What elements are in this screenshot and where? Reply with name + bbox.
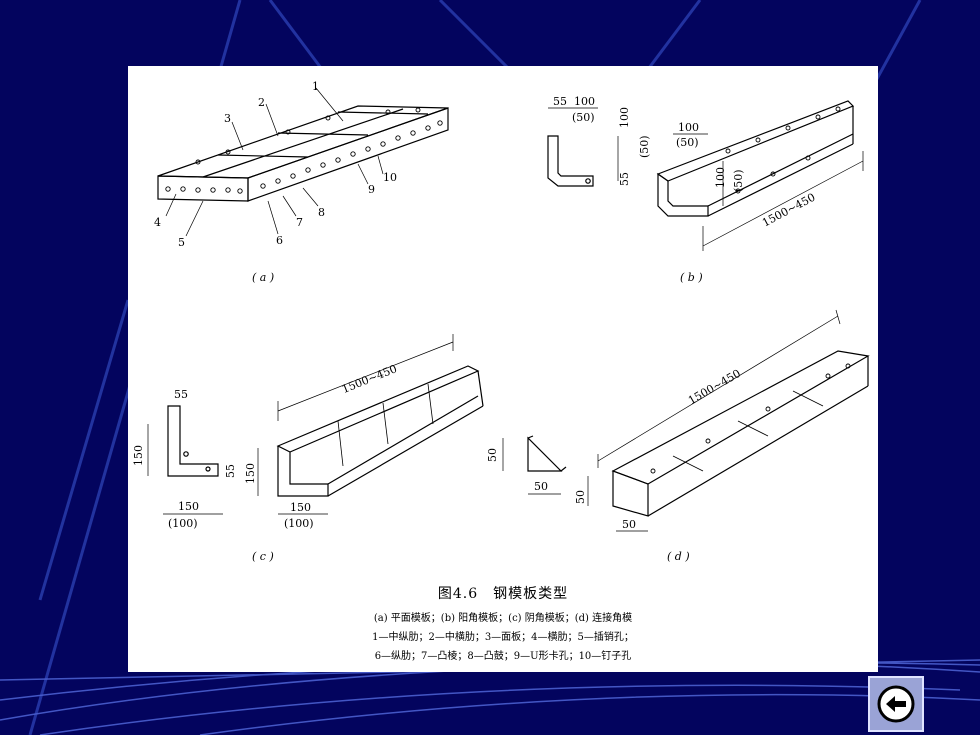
panel-a-cross-rib xyxy=(277,132,369,136)
callout-4: 4 xyxy=(154,216,161,229)
dim-c-150-side: 150 xyxy=(132,445,145,466)
panel-a-end-face xyxy=(157,175,249,202)
dim-d-50-bottom: 50 xyxy=(534,480,548,493)
dim-d-50-side: 50 xyxy=(486,448,499,462)
panel-d-end-face xyxy=(612,470,649,517)
panel-d-label: ( d ) xyxy=(667,550,690,563)
callout-6: 6 xyxy=(276,234,283,247)
panel-a-middle-rib xyxy=(202,108,404,178)
callout-8: 8 xyxy=(318,206,325,219)
dim-b-55-side: 55 xyxy=(618,172,631,186)
back-arrow-icon xyxy=(877,685,915,723)
panel-a-flat-formwork xyxy=(157,87,449,237)
dim-c-55-top: 55 xyxy=(174,388,188,401)
dim-b-50-iso-side: (50) xyxy=(732,169,745,192)
steel-formwork-figure: 1 2 3 4 5 6 7 8 9 10 55 100 (50) 100 (50… xyxy=(128,66,878,672)
panel-c-bottom-edge xyxy=(327,405,484,497)
panel-d-bottom-edge xyxy=(647,385,869,517)
panel-c-label: ( c ) xyxy=(252,550,274,563)
figure-drawing xyxy=(147,87,870,532)
panel-c-inner-edge xyxy=(327,395,479,485)
dim-c-150-iso-side: 150 xyxy=(244,463,257,484)
back-button[interactable] xyxy=(868,676,924,732)
dim-c-55-side: 55 xyxy=(224,464,237,478)
callout-3: 3 xyxy=(224,112,231,125)
panel-d-top-face xyxy=(611,350,870,485)
panel-a-label: ( a ) xyxy=(252,271,275,284)
figure-legend-line: 6—纵肋；7—凸棱；8—凸鼓；9—U形卡孔；10—钉子孔 xyxy=(374,651,632,662)
dim-d-50-iso-bottom: 50 xyxy=(622,518,636,531)
panel-b-bottom-edge xyxy=(707,143,854,217)
dim-b-100-side: 100 xyxy=(618,107,631,128)
callout-7: 7 xyxy=(296,216,303,229)
panel-d-section-triangle xyxy=(527,436,563,472)
dim-b-50-side: (50) xyxy=(638,135,651,158)
panel-b-end-section xyxy=(657,172,709,217)
panel-a-cross-rib xyxy=(337,111,429,115)
panel-c-section xyxy=(167,405,219,477)
panel-b-label: ( b ) xyxy=(680,271,703,284)
figure-legend-line: (a) 平面模板；(b) 阳角模板；(c) 阴角模板；(d) 连接角模 xyxy=(373,613,633,624)
dim-b-100-iso-side: 100 xyxy=(714,167,727,188)
dim-b-50-top: (50) xyxy=(572,111,595,124)
dim-c-100-bottom: (100) xyxy=(168,517,198,530)
callout-2: 2 xyxy=(258,96,265,109)
figure-title: 图4.6 钢模板类型 xyxy=(437,586,569,602)
dim-b-50-iso: (50) xyxy=(676,136,699,149)
dim-b-100-iso: 100 xyxy=(678,121,699,134)
callout-5: 5 xyxy=(178,236,185,249)
panel-a-top-face xyxy=(157,105,449,179)
bg-curve xyxy=(199,693,980,735)
panel-a-side-face xyxy=(247,107,449,202)
figure-legend-line: 1—中纵肋；2—中横肋；3—面板；4—横肋；5—插销孔； xyxy=(372,632,634,643)
panel-b-section xyxy=(547,135,594,187)
bg-streak xyxy=(38,299,130,601)
dim-c-150-iso-bottom: 150 xyxy=(290,501,311,514)
panel-c-far-end xyxy=(477,370,484,407)
dim-b-55-top: 55 xyxy=(553,95,567,108)
callout-1: 1 xyxy=(312,80,319,93)
dim-c-100-iso-bottom: (100) xyxy=(284,517,314,530)
dim-b-100-top: 100 xyxy=(574,95,595,108)
panel-c-internal-corner xyxy=(147,334,484,515)
panel-c-end-section xyxy=(277,446,329,497)
panel-b-inner-edge xyxy=(707,133,854,207)
dim-d-50-iso-side: 50 xyxy=(574,490,587,504)
panel-d-connecting-corner xyxy=(502,309,870,532)
callout-9: 9 xyxy=(368,183,375,196)
callout-10: 10 xyxy=(383,171,397,184)
dim-c-150-bottom: 150 xyxy=(178,500,199,513)
panel-b-external-corner xyxy=(547,100,864,251)
bg-curve xyxy=(39,684,961,735)
